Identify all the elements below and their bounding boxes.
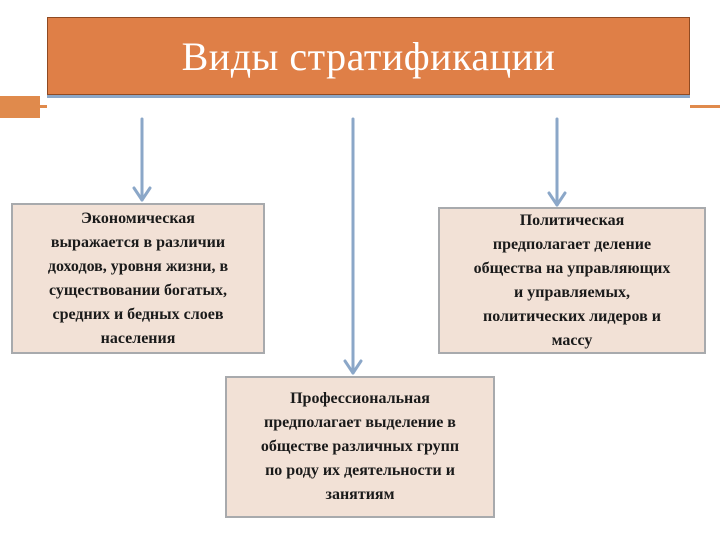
- professional-text: Профессиональная предполагает выделение …: [260, 390, 460, 503]
- title-underline: [47, 95, 690, 98]
- arrow-professional-head: [343, 359, 363, 375]
- diagram-title: Виды стратификации: [181, 33, 556, 79]
- arrow-political-head: [547, 191, 567, 207]
- title-box: Виды стратификации: [47, 17, 690, 95]
- accent-line-left: [40, 105, 47, 108]
- professional-box: Профессиональная предполагает выделение …: [225, 376, 495, 518]
- political-text: Политическая предполагает деление общест…: [473, 211, 671, 349]
- political-box: Политическая предполагает деление общест…: [438, 207, 706, 354]
- accent-square: [0, 96, 40, 118]
- arrow-economic-head: [132, 186, 152, 202]
- accent-line-right: [690, 105, 720, 108]
- economic-box: Экономическая выражается в различии дохо…: [11, 203, 265, 354]
- economic-text: Экономическая выражается в различии дохо…: [47, 209, 229, 347]
